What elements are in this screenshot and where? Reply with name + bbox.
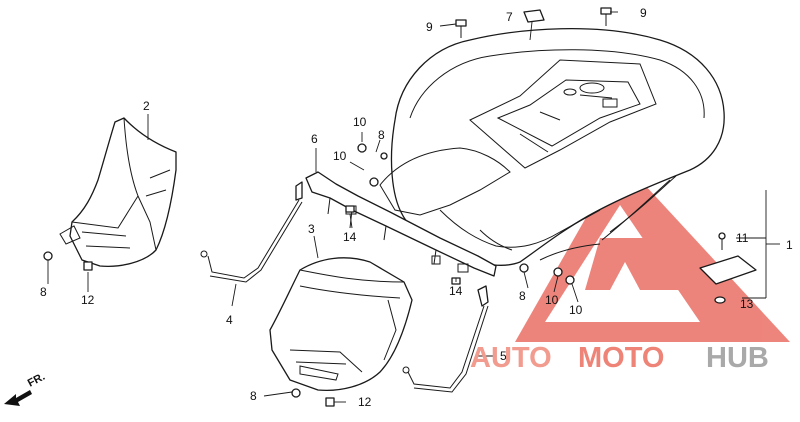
right-mudguard xyxy=(269,257,413,392)
callout-11: 11 xyxy=(736,231,749,245)
callouts: 1 2 3 4 5 6 7 8 8 8 8 9 9 10 10 10 10 11… xyxy=(40,6,793,409)
callout-1: 1 xyxy=(786,238,793,252)
callout-8b: 8 xyxy=(378,128,385,142)
callout-12a: 12 xyxy=(81,293,95,307)
callout-14a: 14 xyxy=(343,230,357,244)
support-rod-right xyxy=(402,285,489,393)
callout-14b: 14 xyxy=(449,284,463,298)
callout-10d: 10 xyxy=(569,303,583,317)
left-mudguard xyxy=(59,117,177,268)
callout-9b: 9 xyxy=(640,6,647,20)
watermark-hub: HUB xyxy=(706,342,769,374)
callout-8a: 8 xyxy=(40,285,47,299)
callout-7: 7 xyxy=(506,10,513,24)
front-label: FR. xyxy=(26,371,47,390)
license-bracket xyxy=(539,175,757,285)
callout-3: 3 xyxy=(308,222,315,236)
callout-2: 2 xyxy=(143,99,150,113)
callout-8c: 8 xyxy=(519,289,526,303)
callout-9a: 9 xyxy=(426,20,433,34)
leader-lines xyxy=(47,11,780,403)
support-rod-left xyxy=(200,181,303,283)
callout-10b: 10 xyxy=(333,149,347,163)
callout-5: 5 xyxy=(500,349,507,363)
watermark-moto: MOTO xyxy=(578,342,664,374)
callout-4: 4 xyxy=(226,313,233,327)
watermark-auto: AUTO xyxy=(470,342,552,374)
callout-13: 13 xyxy=(740,297,754,311)
watermark-logo xyxy=(515,158,790,342)
front-direction-indicator: FR. xyxy=(4,371,47,406)
callout-10c: 10 xyxy=(545,293,559,307)
watermark-text: AUTO MOTO HUB xyxy=(470,342,769,374)
callout-6: 6 xyxy=(311,132,318,146)
callout-12b: 12 xyxy=(358,395,372,409)
callout-10a: 10 xyxy=(353,115,367,129)
front-arrow-icon xyxy=(4,390,32,406)
callout-8d: 8 xyxy=(250,389,257,403)
